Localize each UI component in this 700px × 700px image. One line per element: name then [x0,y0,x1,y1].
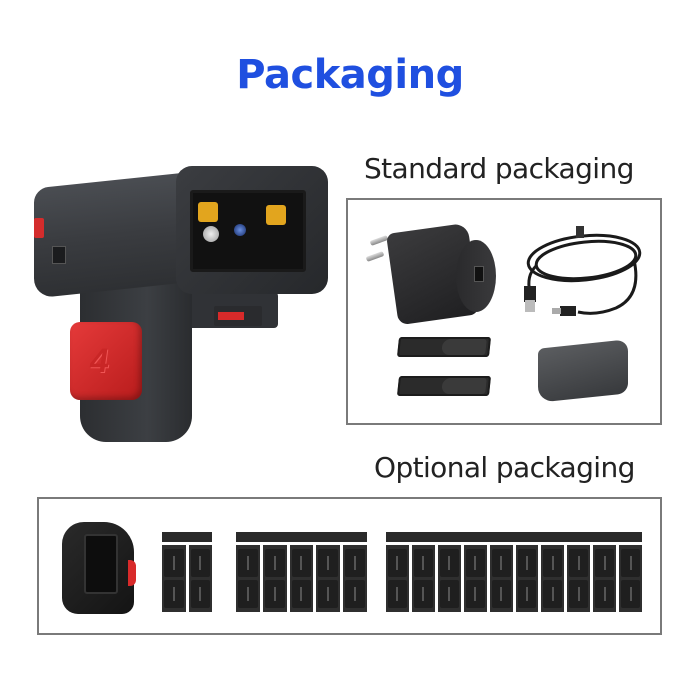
camera-lens-icon [234,224,246,236]
scanner-trigger: 4 [70,322,142,400]
dock-slot [411,545,435,612]
battery-pack [538,339,628,403]
dock-slot [188,545,212,612]
scanner-side-button [34,218,44,238]
charging-dock-5-slot [236,532,367,612]
dock-slot [386,545,409,612]
dock-slot [343,545,367,612]
charging-dock-2-slot [162,532,212,612]
dock-bar [386,532,642,542]
led-right-icon [266,205,286,225]
velcro-strap [396,376,492,396]
scanner-clip-release [218,312,244,320]
page-title: Packaging [236,52,464,98]
trigger-glyph: 4 [87,342,112,380]
dock-slot [437,545,461,612]
standard-packaging-label: Standard packaging [364,152,634,185]
cable-icon [524,226,642,316]
scanner-switch [52,246,66,264]
dock-slot [162,545,186,612]
dock-slot [593,545,617,612]
charging-dock-10-slot [386,532,643,612]
dock-bar [236,532,367,542]
holster-trigger [128,560,136,586]
dock-slot [541,545,565,612]
dock-slot [567,545,591,612]
led-left-icon [198,202,218,222]
velcro-strap [396,337,492,357]
dock-bar [162,532,212,542]
illuminator-icon [203,226,219,242]
dock-slot [236,545,260,612]
holster-plate [84,534,118,594]
dock-slot [316,545,341,612]
dock-slot [489,545,513,612]
dock-slot [262,545,287,612]
dock-slot [619,545,643,612]
usb-port-icon [474,266,484,282]
dock-slot [515,545,539,612]
dock-slot [463,545,487,612]
optional-packaging-label: Optional packaging [374,451,635,484]
dock-slot [289,545,314,612]
